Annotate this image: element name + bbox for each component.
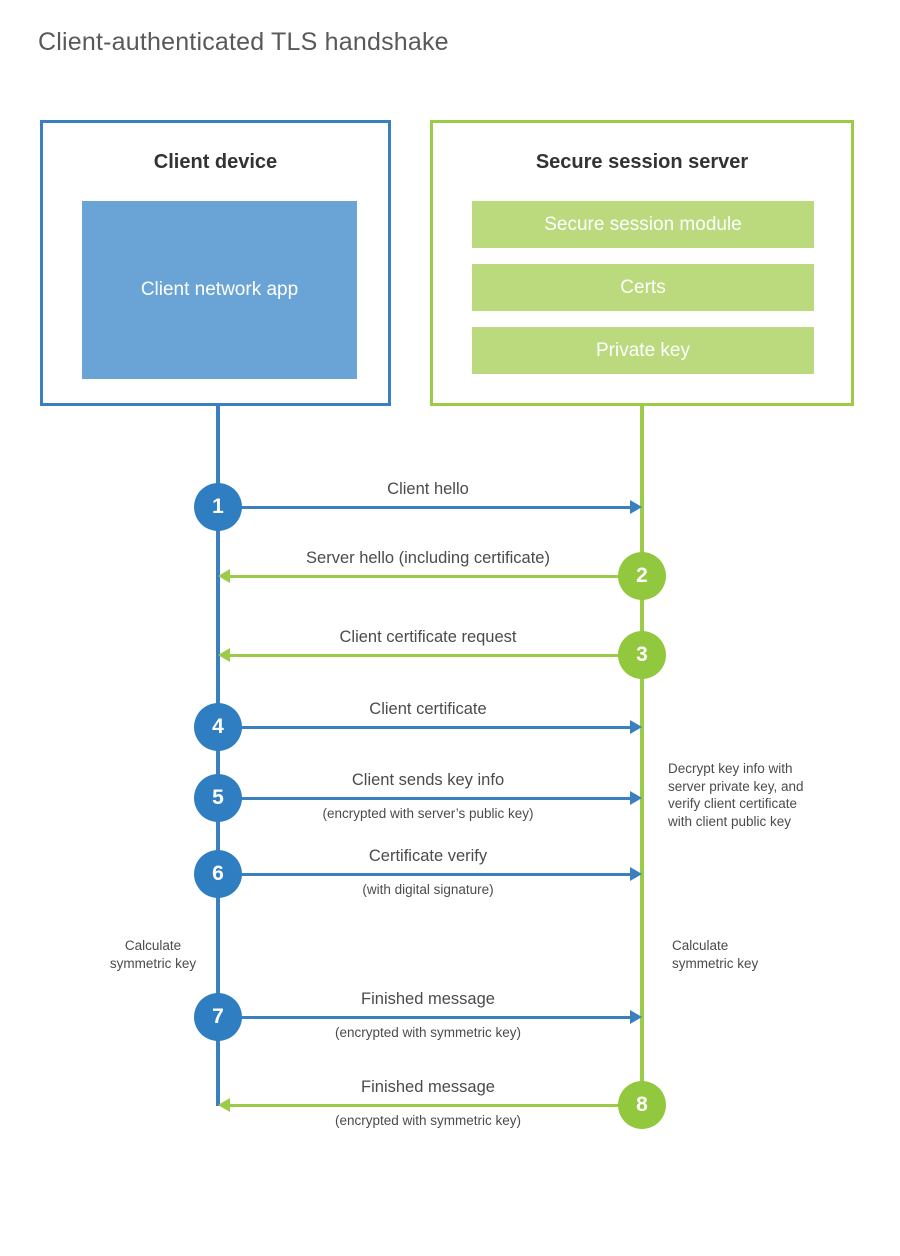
client-lifeline [216,406,220,1106]
message-label-step-4: Client certificate [369,700,487,718]
client-device-title: Client device [153,151,278,173]
step-number-badge-6: 6 [194,850,242,898]
arrowhead-icon-step-2 [218,569,230,583]
annotation-calculate-symmetric-key-server: Calculate symmetric key [672,937,812,972]
step-number-badge-5: 5 [194,774,242,822]
client-network-app-block: Client network app [82,201,357,379]
message-label-step-6: Certificate verify [368,847,488,865]
arrow-shaft-step-6 [218,873,634,876]
annotation-line: Decrypt key info with [668,761,793,776]
server-block-secure-session-module: Secure session module [472,201,814,248]
arrow-shaft-step-8 [226,1104,640,1107]
message-label-step-1: Client hello [387,480,469,498]
step-number-badge-7: 7 [194,993,242,1041]
annotation-line: symmetric key [672,955,759,971]
message-label-step-8: Finished message [361,1078,495,1096]
arrow-shaft-step-7 [218,1016,634,1019]
annotation-line: Calculate [124,938,182,953]
annotation-line: symmetric key [109,955,197,971]
message-label-step-3: Client certificate request [339,628,517,646]
step-number-badge-2: 2 [618,552,666,600]
arrow-shaft-step-2 [226,575,640,578]
annotation-line: verify client certificate [668,796,798,811]
secure-session-server-title: Secure session server [535,151,749,173]
message-sublabel-step-8: (encrypted with symmetric key) [334,1113,522,1128]
annotation-line: with client public key [668,813,792,829]
server-lifeline [640,406,644,1106]
step-number-badge-3: 3 [618,631,666,679]
message-label-step-7: Finished message [361,990,495,1008]
page-title: Client-authenticated TLS handshake [38,28,449,56]
step-number-badge-4: 4 [194,703,242,751]
arrow-shaft-step-1 [218,506,634,509]
arrowhead-icon-step-1 [630,500,642,514]
arrowhead-icon-step-4 [630,720,642,734]
server-block-certs: Certs [472,264,814,311]
message-sublabel-step-7: (encrypted with symmetric key) [334,1025,522,1040]
arrow-shaft-step-4 [218,726,634,729]
message-sublabel-step-5: (encrypted with server’s public key) [322,806,534,821]
message-sublabel-step-6: (with digital signature) [362,882,494,897]
annotation-decrypt-key-info: Decrypt key info with server private key,… [668,760,848,830]
arrowhead-icon-step-7 [630,1010,642,1024]
annotation-line: Calculate [672,938,729,953]
arrow-shaft-step-3 [226,654,640,657]
arrowhead-icon-step-3 [218,648,230,662]
annotation-line: server private key, and [668,778,804,794]
arrow-shaft-step-5 [218,797,634,800]
arrowhead-icon-step-5 [630,791,642,805]
server-block-private-key: Private key [472,327,814,374]
arrowhead-icon-step-6 [630,867,642,881]
step-number-badge-1: 1 [194,483,242,531]
message-label-step-5: Client sends key info [351,771,505,789]
step-number-badge-8: 8 [618,1081,666,1129]
arrowhead-icon-step-8 [218,1098,230,1112]
message-label-step-2: Server hello (including certificate) [306,549,550,567]
annotation-calculate-symmetric-key-client: Calculate symmetric key [88,937,218,972]
client-device-box: Client device Client network app [40,120,391,406]
secure-session-server-box: Secure session server Secure session mod… [430,120,854,406]
